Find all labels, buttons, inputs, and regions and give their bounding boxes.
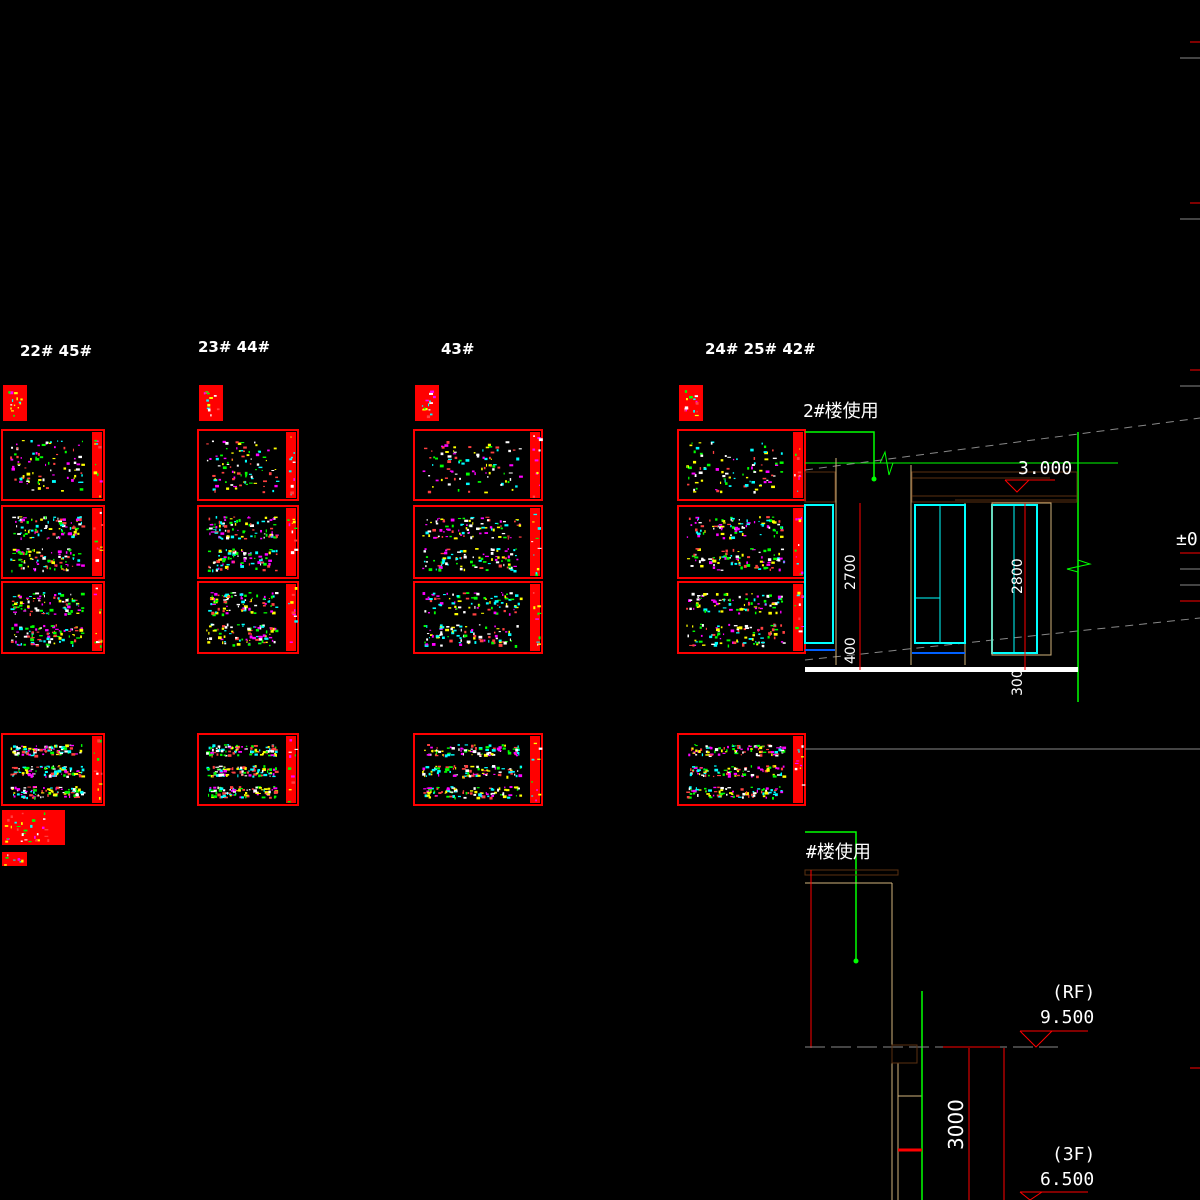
f3-level: 6.500	[1040, 1169, 1094, 1190]
drawing-sheet[interactable]	[413, 505, 543, 579]
dim-2700: 2700	[843, 554, 859, 590]
upper-note: 2#楼使用	[803, 401, 879, 422]
drawing-sheet[interactable]	[197, 505, 299, 579]
drawing-sheet[interactable]	[413, 429, 543, 501]
lower-elevation: #楼使用 3000 (RF) 9.500 (3F) 6.500	[804, 831, 1095, 1200]
title-sheet[interactable]	[3, 385, 27, 421]
right-level: ±0	[1176, 529, 1198, 550]
drawing-sheet[interactable]	[1, 581, 105, 654]
drawing-sheet[interactable]	[413, 581, 543, 654]
f3-label: (3F)	[1052, 1144, 1095, 1165]
dim-3000: 3000	[944, 1099, 968, 1150]
dim-2800: 2800	[1010, 558, 1026, 594]
upper-level: 3.000	[1018, 458, 1072, 479]
title-sheet[interactable]	[415, 385, 439, 421]
extra-sheet[interactable]	[2, 852, 27, 866]
group-label-1: 22# 45#	[20, 342, 92, 360]
drawing-sheet[interactable]	[197, 429, 299, 501]
dim-400: 400	[843, 637, 859, 664]
title-sheet[interactable]	[679, 385, 703, 421]
upper-elevation: 2#楼使用 3.000 2700 400 2800 300	[803, 401, 1200, 702]
sheet-thumbnails	[1, 385, 806, 866]
group-label-4: 24# 25# 42#	[705, 340, 816, 358]
group-label-3: 43#	[441, 340, 474, 358]
drawing-sheet[interactable]	[1, 429, 105, 501]
dim-300: 300	[1010, 669, 1026, 696]
drawing-sheet[interactable]	[1, 505, 105, 579]
rf-label: (RF)	[1052, 982, 1095, 1003]
right-edge-levels	[1180, 41, 1200, 1069]
drawing-sheet[interactable]	[677, 429, 806, 501]
lower-note: #楼使用	[806, 842, 871, 863]
group-label-2: 23# 44#	[198, 338, 270, 356]
rf-level: 9.500	[1040, 1007, 1094, 1028]
